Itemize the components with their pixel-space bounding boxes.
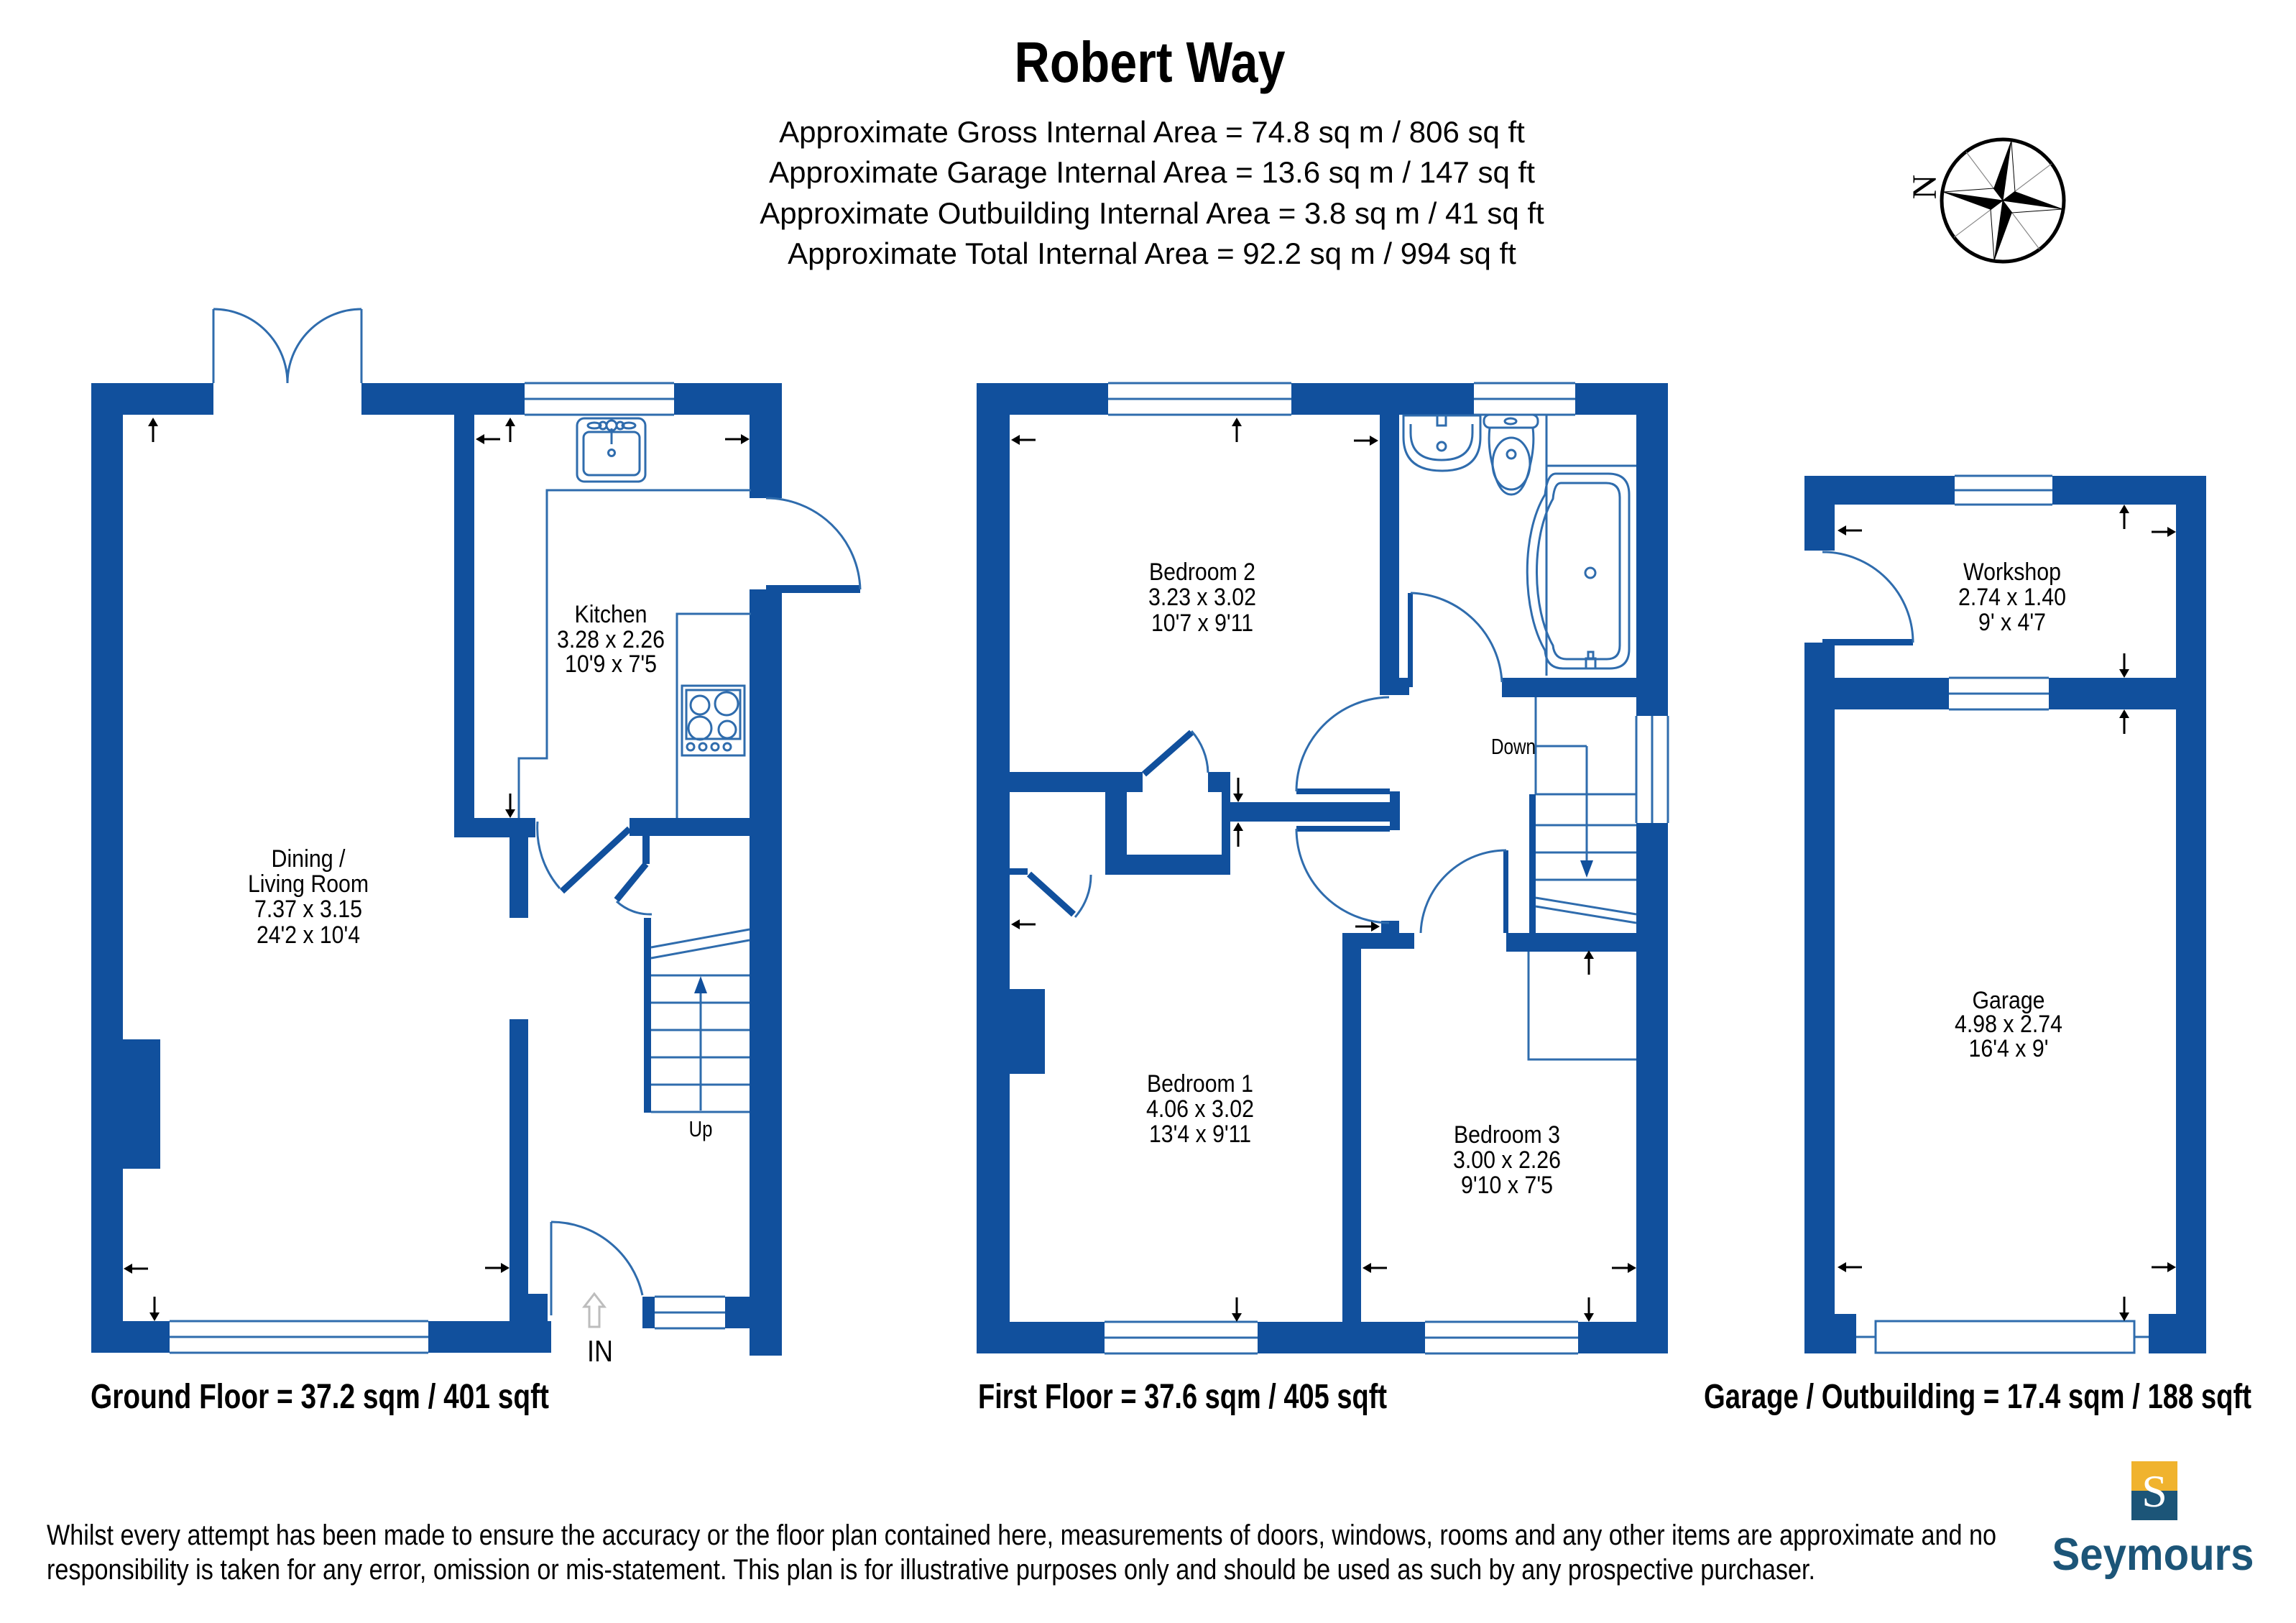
svg-text:S: S bbox=[2141, 1466, 2167, 1517]
svg-text:Approximate Total Internal Are: Approximate Total Internal Area = 92.2 s… bbox=[788, 236, 1516, 270]
svg-text:responsibility is taken for an: responsibility is taken for any error, o… bbox=[47, 1554, 1815, 1586]
svg-text:7.37 x 3.15: 7.37 x 3.15 bbox=[254, 896, 362, 923]
svg-text:Up: Up bbox=[689, 1116, 713, 1141]
svg-text:Down: Down bbox=[1491, 734, 1536, 759]
svg-text:IN: IN bbox=[587, 1334, 613, 1368]
svg-text:Approximate Gross Internal Are: Approximate Gross Internal Area = 74.8 s… bbox=[779, 115, 1525, 149]
svg-text:Bedroom 3: Bedroom 3 bbox=[1454, 1121, 1560, 1149]
svg-text:First Floor = 37.6 sqm / 405 s: First Floor = 37.6 sqm / 405 sqft bbox=[978, 1378, 1387, 1416]
svg-text:Robert Way: Robert Way bbox=[1015, 30, 1286, 94]
svg-text:Garage: Garage bbox=[1973, 987, 2045, 1014]
svg-text:Ground Floor = 37.2 sqm / 401: Ground Floor = 37.2 sqm / 401 sqft bbox=[91, 1378, 549, 1416]
svg-text:4.98 x 2.74: 4.98 x 2.74 bbox=[1955, 1011, 2062, 1038]
svg-text:10'9 x 7'5: 10'9 x 7'5 bbox=[565, 650, 657, 678]
svg-text:Bedroom 2: Bedroom 2 bbox=[1149, 558, 1255, 586]
svg-text:Living Room: Living Room bbox=[248, 870, 369, 898]
svg-text:Dining /: Dining / bbox=[272, 845, 346, 873]
svg-text:Approximate Outbuilding Intern: Approximate Outbuilding Internal Area = … bbox=[760, 196, 1544, 230]
svg-text:2.74 x 1.40: 2.74 x 1.40 bbox=[1958, 584, 2066, 611]
svg-text:9'10 x 7'5: 9'10 x 7'5 bbox=[1461, 1172, 1553, 1199]
svg-text:10'7 x 9'11: 10'7 x 9'11 bbox=[1151, 610, 1253, 637]
svg-text:Seymours: Seymours bbox=[2052, 1530, 2254, 1580]
svg-text:3.28 x 2.26: 3.28 x 2.26 bbox=[557, 626, 665, 653]
svg-text:24'2 x 10'4: 24'2 x 10'4 bbox=[257, 921, 360, 949]
svg-text:Approximate Garage Internal Ar: Approximate Garage Internal Area = 13.6 … bbox=[769, 155, 1535, 189]
svg-text:3.00 x 2.26: 3.00 x 2.26 bbox=[1453, 1146, 1561, 1174]
svg-text:13'4 x 9'11: 13'4 x 9'11 bbox=[1149, 1121, 1251, 1148]
svg-text:Kitchen: Kitchen bbox=[575, 601, 647, 628]
svg-text:3.23 x 3.02: 3.23 x 3.02 bbox=[1148, 584, 1256, 611]
svg-text:Garage / Outbuilding = 17.4 sq: Garage / Outbuilding = 17.4 sqm / 188 sq… bbox=[1704, 1378, 2251, 1416]
svg-text:Whilst every attempt has been: Whilst every attempt has been made to en… bbox=[47, 1519, 1996, 1551]
svg-text:Workshop: Workshop bbox=[1963, 558, 2061, 586]
svg-text:Bedroom 1: Bedroom 1 bbox=[1147, 1070, 1253, 1098]
svg-text:N: N bbox=[1906, 175, 1944, 200]
svg-text:16'4 x 9': 16'4 x 9' bbox=[1969, 1035, 2049, 1062]
svg-text:9' x 4'7: 9' x 4'7 bbox=[1978, 609, 2046, 636]
svg-text:4.06 x 3.02: 4.06 x 3.02 bbox=[1146, 1095, 1254, 1123]
